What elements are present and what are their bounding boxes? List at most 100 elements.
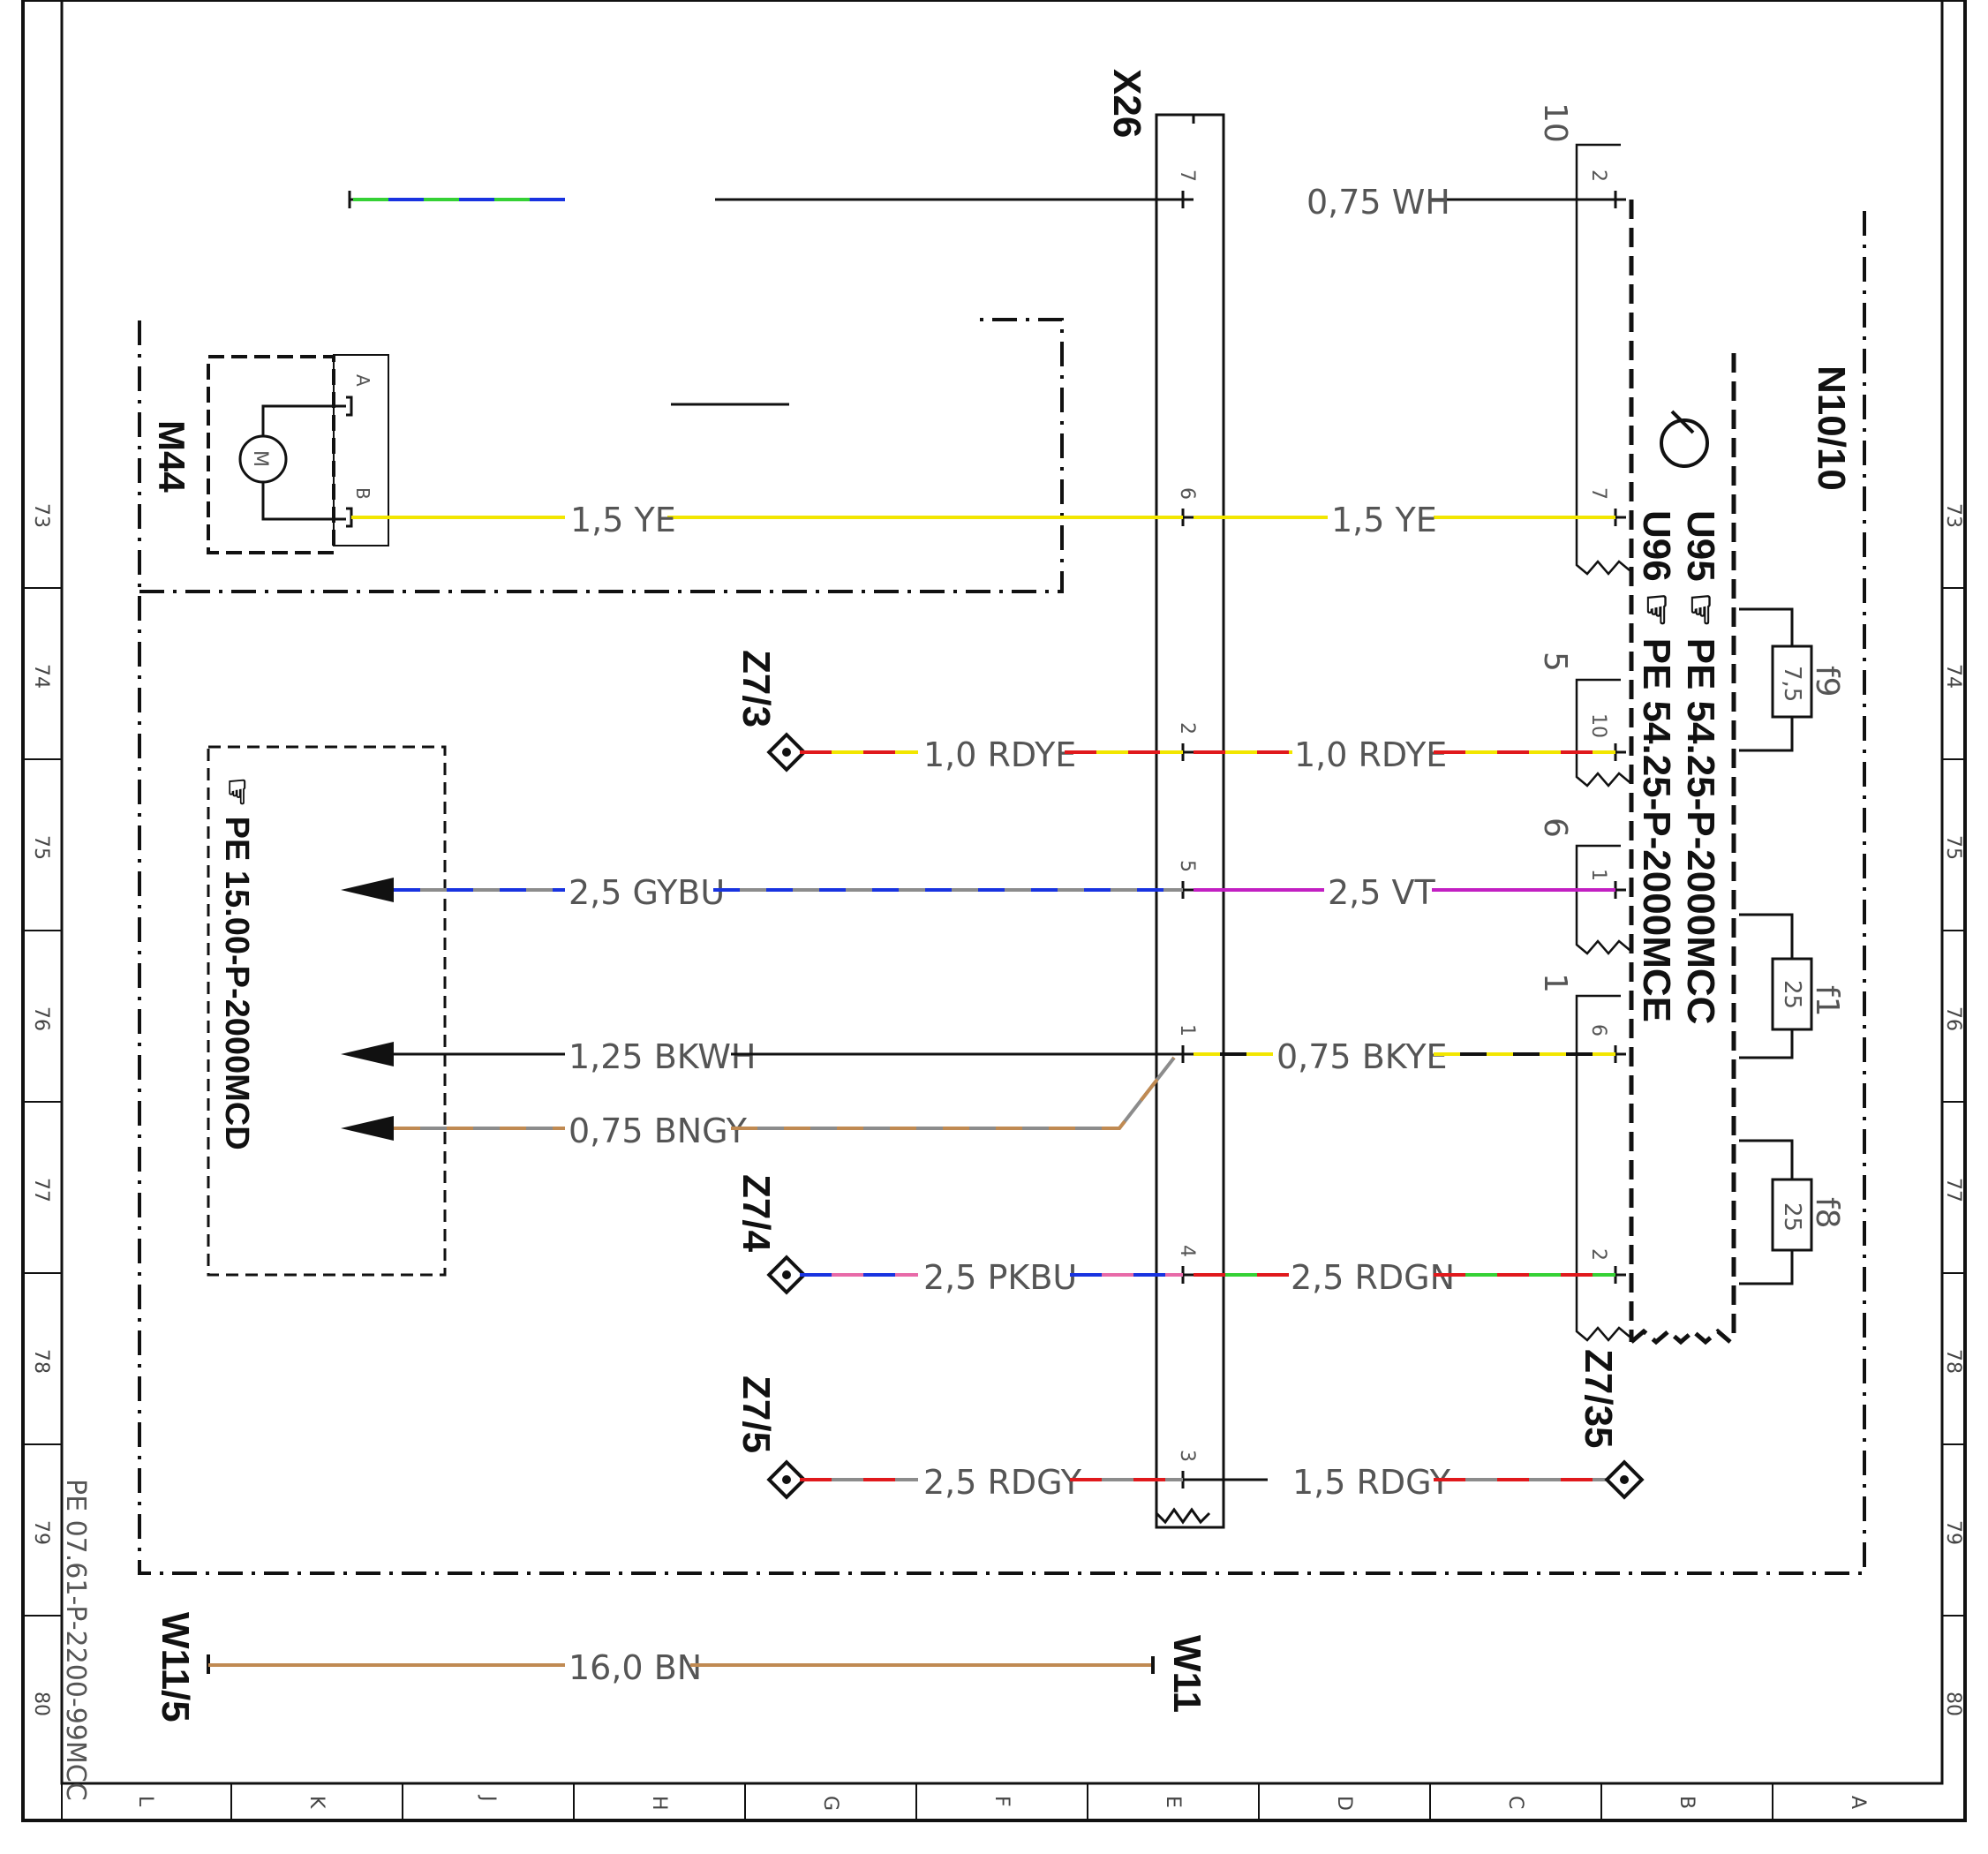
row-label: 76: [30, 1006, 52, 1031]
row-label: 78: [1942, 1349, 1964, 1374]
x26-terminals: [1181, 191, 1194, 1488]
fuse-rating: 25: [1779, 1202, 1805, 1232]
x26-break-mark: [1155, 115, 1211, 1525]
x26-label: X26: [1105, 69, 1148, 138]
z7-3-splice: [766, 732, 807, 772]
n10-terminals: [1614, 191, 1626, 1284]
wire-bngy: [731, 1056, 1176, 1130]
n10-pin: 6: [1587, 1024, 1609, 1036]
x26-pin: 4: [1176, 1245, 1198, 1257]
fuse-ids: f9 f1 f8: [1809, 666, 1845, 1229]
row-label: 79: [1942, 1520, 1964, 1545]
z7-4-label: Z7/4: [734, 1174, 778, 1253]
z7-4-splice: [766, 1255, 807, 1295]
n10-pin: 2: [1587, 170, 1609, 182]
column-label: A: [1847, 1796, 1869, 1809]
row-label: 74: [30, 664, 52, 689]
fuse-ratings: 7,5 25 25: [1779, 666, 1805, 1232]
row-labels-left: 73 74 75 76 77 78 79 80: [30, 503, 52, 1716]
row-label: 80: [30, 1692, 52, 1716]
vehicle-boundary: [138, 203, 1866, 1575]
row-label: 73: [30, 503, 52, 528]
row-dividers: [23, 587, 1965, 1820]
x26-pin: 3: [1176, 1450, 1198, 1462]
inner-frame: [60, 0, 1944, 1785]
n10-pin: 2: [1587, 1248, 1609, 1261]
column-label: L: [134, 1796, 156, 1807]
fuse-rating: 7,5: [1779, 666, 1805, 702]
row-label: 73: [1942, 503, 1964, 528]
document-id: PE 07.61-P-2200-99MCC: [60, 1479, 91, 1801]
wire-label: 0,75 WH: [1307, 183, 1450, 222]
power-icon: [1660, 410, 1709, 468]
x26-pin: 2: [1176, 722, 1198, 735]
wire-label: 2,5 GYBU: [569, 873, 725, 912]
motor-connector: [333, 354, 389, 546]
wire-label: 1,5 YE: [1331, 501, 1437, 539]
m44-area-boundary: [139, 318, 1064, 593]
n10-group-label: 6: [1537, 818, 1573, 838]
x26-pins: 7 6 2 5 1 4 3: [1176, 170, 1198, 1462]
z7-3-label: Z7/3: [734, 650, 778, 727]
n10-group-label: 1: [1537, 973, 1573, 993]
fuse-f9: [1739, 607, 1813, 752]
row-label: 75: [1942, 835, 1964, 860]
n10-pin: 1: [1587, 869, 1609, 881]
column-label: B: [1675, 1796, 1698, 1809]
fuse-id: f9: [1809, 666, 1845, 697]
column-label: C: [1504, 1796, 1526, 1809]
row-labels-right: 73 74 75 76 77 78 79 80: [1942, 503, 1964, 1716]
wire-bngy-stripe: [731, 1056, 1176, 1130]
wire-label: 1,5 YE: [570, 501, 676, 539]
n10-pins: 2 7 10 1 6 2: [1587, 170, 1609, 1261]
row-label: 76: [1942, 1006, 1964, 1031]
fuse-id: f1: [1809, 985, 1845, 1017]
wire-label: 2,5 VT: [1328, 873, 1436, 912]
x26-pin: 7: [1176, 170, 1198, 182]
outer-frame: [21, 0, 1967, 1822]
wire-label: 2,5 RDGN: [1291, 1258, 1455, 1297]
wire-label: 1,25 BKWH: [569, 1037, 756, 1076]
wire-label: 1,5 RDGY: [1292, 1463, 1451, 1502]
fuse-rating: 25: [1779, 980, 1805, 1009]
fuse-f1: [1739, 913, 1813, 1059]
n10-group-labels: 10 5 6 1: [1537, 102, 1573, 993]
w11-label: W11: [1165, 1635, 1209, 1713]
motor-pin-a: A: [352, 374, 373, 387]
x26-pin: 6: [1176, 487, 1198, 500]
column-dividers: [230, 1783, 1773, 1820]
n10-group-label: 5: [1537, 652, 1573, 672]
row-label: 80: [1942, 1692, 1964, 1716]
w11-5-label: W11/5: [154, 1612, 197, 1722]
reference-box-label: ☞ PE 15.00-P-2000MCD: [218, 777, 255, 1150]
motor-leads: [261, 404, 346, 521]
row-label: 78: [30, 1349, 52, 1374]
row-label: 74: [1942, 664, 1964, 689]
x26-pin: 5: [1176, 860, 1198, 872]
z7-5-label: Z7/5: [734, 1375, 778, 1453]
fuse-id: f8: [1809, 1197, 1845, 1229]
motor-pin-b: B: [352, 487, 373, 500]
row-label: 77: [1942, 1178, 1964, 1202]
column-label: E: [1162, 1796, 1184, 1808]
reference-box: [207, 745, 447, 1277]
wire-label: 16,0 BN: [569, 1648, 702, 1687]
z7-35-splice: [1604, 1459, 1645, 1500]
u96-label: U96 ☞ PE 54.25-P-2000MCE: [1635, 510, 1678, 1022]
wire-label: 0,75 BNGY: [569, 1112, 748, 1150]
n10-module-boundary: [1629, 200, 1736, 1345]
column-label: D: [1333, 1796, 1355, 1811]
n10-pin: 10: [1587, 713, 1609, 738]
motor-terminals: [346, 396, 353, 528]
wire-label: 0,75 BKYE: [1276, 1037, 1448, 1076]
x26-pin: 1: [1176, 1024, 1198, 1036]
u95-label: U95 ☞ PE 54.25-P-2000MCC: [1679, 510, 1722, 1024]
wire-label: 1,0 RDYE: [1294, 735, 1447, 774]
z7-5-splice: [766, 1459, 807, 1500]
column-labels: L K J H G F E D C B A: [134, 1794, 1869, 1811]
n10-pin: 7: [1587, 487, 1609, 500]
motor-symbol-label: M: [249, 450, 271, 467]
arrow-icon: [341, 878, 394, 902]
wire-label: 1,0 RDYE: [923, 735, 1076, 774]
